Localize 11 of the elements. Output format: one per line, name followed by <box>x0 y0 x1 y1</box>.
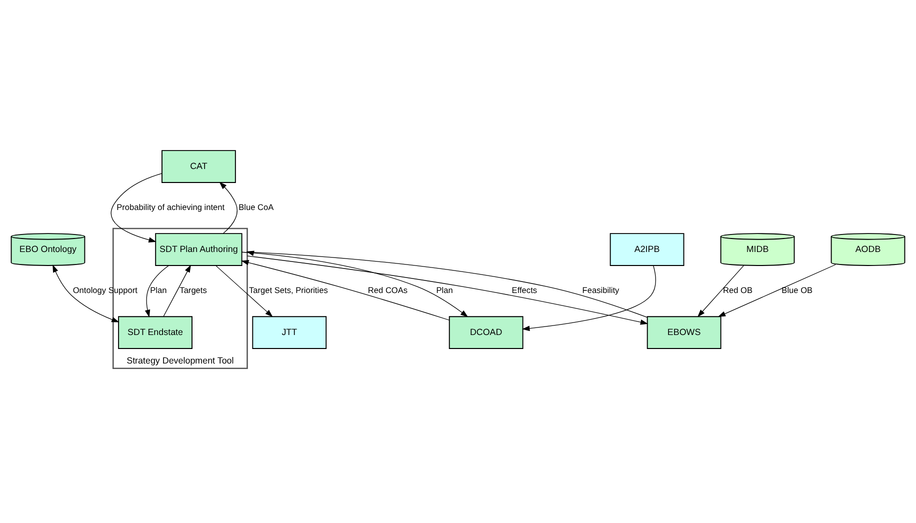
edge-label: Target Sets, Priorities <box>249 284 328 295</box>
edge-label: Blue CoA <box>238 202 274 212</box>
edge-label: Red COAs <box>368 284 408 295</box>
edge-label: Targets <box>180 284 207 295</box>
edge-label: Plan <box>436 284 453 295</box>
edge-label: Probability of achieving intent <box>116 202 225 212</box>
edge-label: Blue OB <box>782 284 813 295</box>
edge-label: Feasibility <box>582 284 620 295</box>
edge-label: Red OB <box>722 284 752 295</box>
edge-label: Effects <box>512 284 538 295</box>
edge-label: Plan <box>150 284 167 295</box>
